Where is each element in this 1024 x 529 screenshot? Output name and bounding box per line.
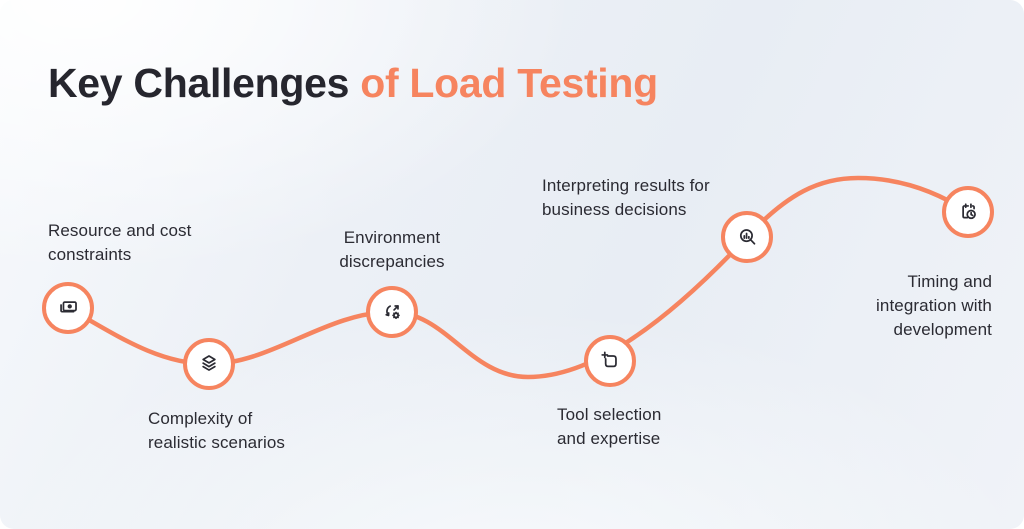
node-resource-cost	[42, 282, 94, 334]
magnifier-chart-icon	[739, 229, 756, 245]
title-dark-part: Key Challenges	[48, 60, 350, 106]
label-line: Tool selection	[557, 405, 662, 424]
label-line: discrepancies	[339, 252, 445, 271]
label-line: realistic scenarios	[148, 433, 286, 452]
label-line: development	[893, 320, 992, 339]
layers-icon	[202, 355, 216, 371]
label-complexity: Complexity of realistic scenarios	[148, 407, 285, 455]
label-line: Complexity of	[148, 409, 253, 428]
calendar-clock-icon	[962, 203, 976, 220]
sync-gear-icon	[385, 305, 400, 320]
label-interpreting-results: Interpreting results for business decisi…	[542, 174, 710, 222]
node-interpreting-results	[721, 211, 773, 263]
tool-frame-icon	[601, 351, 617, 368]
title-accent-part: of Load Testing	[360, 60, 658, 106]
node-environment	[366, 286, 418, 338]
banknote-icon	[60, 301, 77, 313]
label-line: business decisions	[542, 200, 687, 219]
node-tool-selection	[584, 335, 636, 387]
label-timing-integration: Timing and integration with development	[876, 270, 992, 342]
label-tool-selection: Tool selection and expertise	[557, 403, 661, 451]
label-line: constraints	[48, 245, 132, 264]
label-line: and expertise	[557, 429, 661, 448]
label-line: Environment	[343, 228, 441, 247]
label-line: Interpreting results for	[542, 176, 710, 195]
page-title: Key Challenges of Load Testing	[48, 60, 658, 107]
node-timing-integration	[942, 186, 994, 238]
label-line: Resource and cost	[48, 221, 192, 240]
label-line: integration with	[876, 296, 992, 315]
label-resource-cost: Resource and cost constraints	[48, 219, 191, 267]
node-complexity	[183, 338, 235, 390]
label-line: Timing and	[907, 272, 992, 291]
label-environment: Environment discrepancies	[292, 226, 492, 274]
